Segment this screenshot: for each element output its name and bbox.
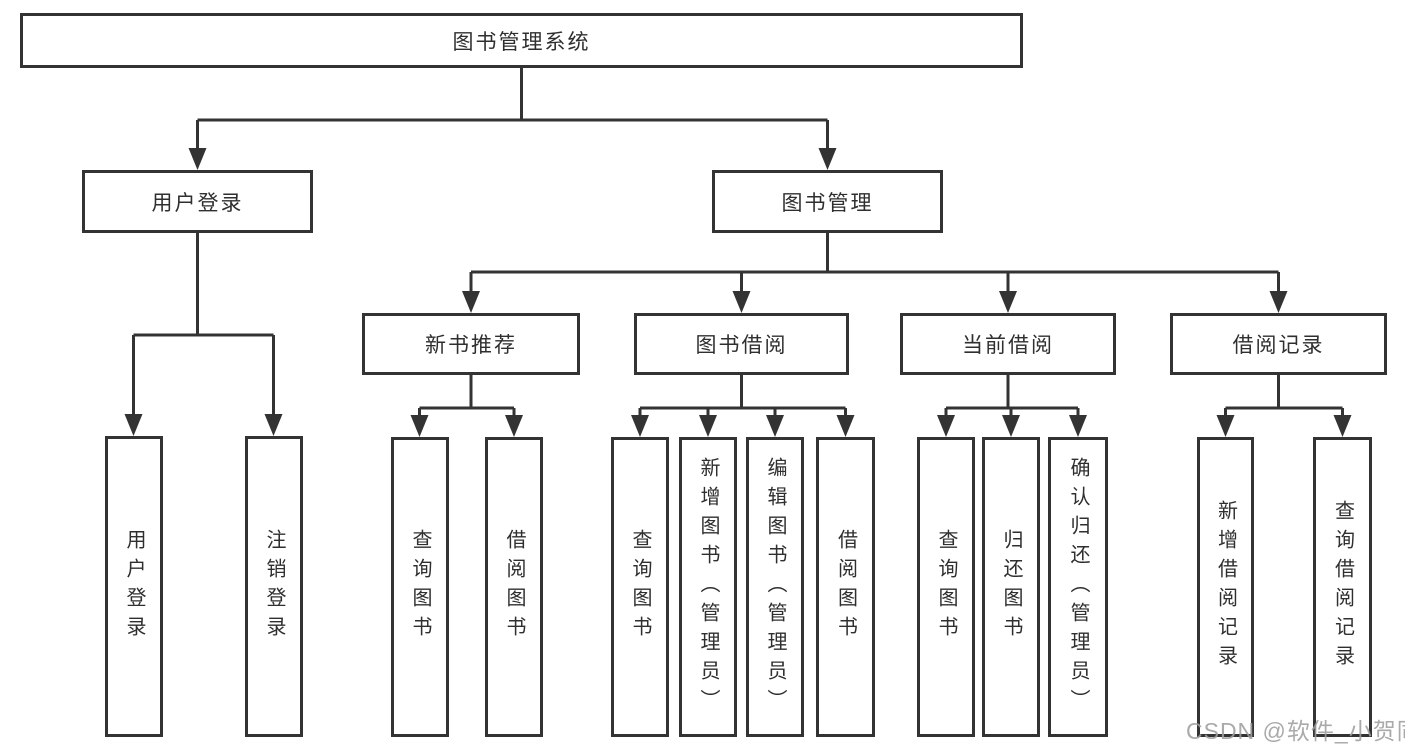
leaf-confirm-return-admin-label: 确认归还（管理员） xyxy=(1067,456,1089,718)
leaf-logout: 注销登录 xyxy=(245,436,303,737)
leaf-return-books: 归还图书 xyxy=(982,437,1040,737)
leaf-confirm-return-admin: 确认归还（管理员） xyxy=(1048,437,1108,737)
leaf-user-login-label: 用户登录 xyxy=(123,528,145,645)
leaf-edit-book-admin: 编辑图书（管理员） xyxy=(746,437,804,737)
leaf-edit-book-admin-label: 编辑图书（管理员） xyxy=(764,456,786,718)
leaf-query-books-borrow: 查询图书 xyxy=(611,437,669,737)
node-current-borrow-label: 当前借阅 xyxy=(962,334,1054,357)
node-book-borrow: 图书借阅 xyxy=(634,313,849,375)
leaf-query-borrow-record-label: 查询借阅记录 xyxy=(1331,500,1354,674)
node-user-login-label: 用户登录 xyxy=(151,191,244,215)
leaf-add-borrow-record-label: 新增借阅记录 xyxy=(1214,500,1237,674)
leaf-borrow-books-recommend: 借阅图书 xyxy=(485,437,543,737)
leaf-user-login: 用户登录 xyxy=(105,436,163,737)
node-library-system: 图书管理系统 xyxy=(20,13,1023,68)
leaf-query-borrow-record: 查询借阅记录 xyxy=(1313,437,1372,737)
node-user-login: 用户登录 xyxy=(82,170,313,233)
node-new-book-recommend-label: 新书推荐 xyxy=(425,334,517,357)
csdn-watermark: CSDN @软件_小贺同学 xyxy=(1186,718,1405,744)
node-library-system-label: 图书管理系统 xyxy=(452,30,591,54)
leaf-query-books-recommend: 查询图书 xyxy=(391,437,449,737)
leaf-query-books-recommend-label: 查询图书 xyxy=(409,529,431,645)
leaf-add-borrow-record: 新增借阅记录 xyxy=(1197,437,1254,737)
node-new-book-recommend: 新书推荐 xyxy=(362,313,580,375)
leaf-add-book-admin-label: 新增图书（管理员） xyxy=(697,456,719,718)
node-book-management: 图书管理 xyxy=(712,170,943,233)
leaf-return-books-label: 归还图书 xyxy=(1000,529,1022,645)
leaf-borrow-books-recommend-label: 借阅图书 xyxy=(503,529,525,645)
leaf-add-book-admin: 新增图书（管理员） xyxy=(679,437,737,737)
leaf-query-books-current: 查询图书 xyxy=(917,437,975,737)
node-borrow-records-label: 借阅记录 xyxy=(1232,334,1325,357)
node-book-borrow-label: 图书借阅 xyxy=(695,334,788,357)
node-current-borrow: 当前借阅 xyxy=(900,313,1116,375)
leaf-logout-label: 注销登录 xyxy=(263,528,285,645)
node-book-management-label: 图书管理 xyxy=(781,191,874,215)
leaf-borrow-books-borrow-label: 借阅图书 xyxy=(834,529,857,645)
leaf-query-books-current-label: 查询图书 xyxy=(935,529,957,645)
leaf-borrow-books-borrow: 借阅图书 xyxy=(816,437,875,737)
leaf-query-books-borrow-label: 查询图书 xyxy=(629,529,651,645)
node-borrow-records: 借阅记录 xyxy=(1170,313,1387,375)
